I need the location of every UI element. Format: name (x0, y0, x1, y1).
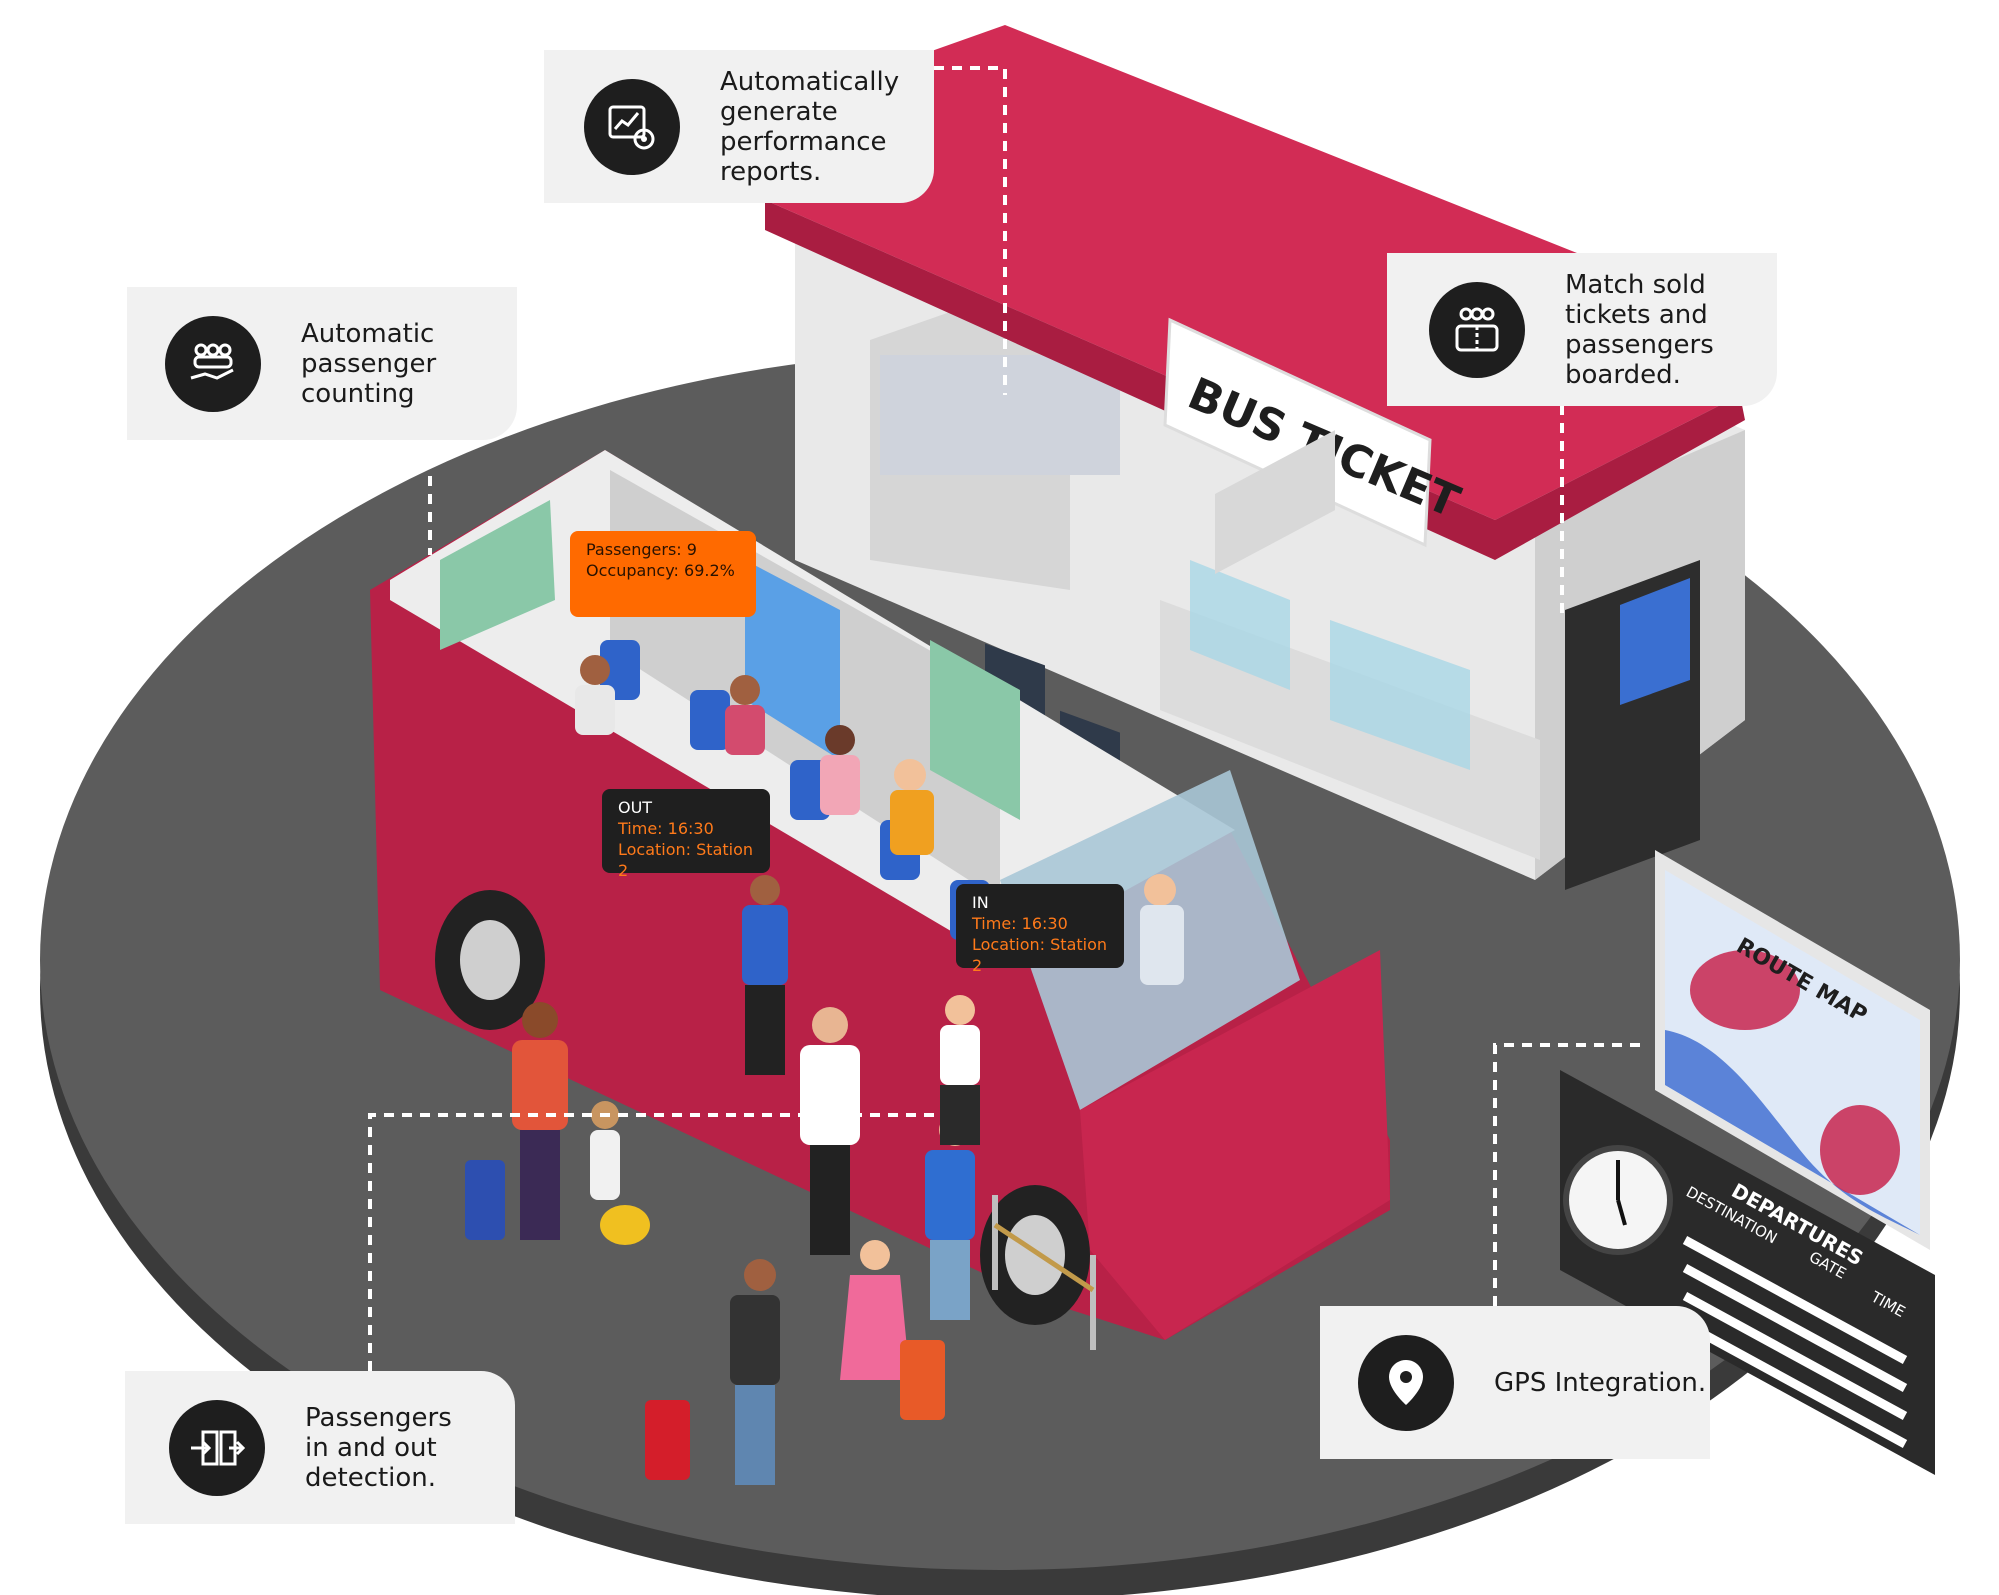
passenger-counting-icon (165, 315, 261, 412)
callout-gps-integration: GPS Integration. (1320, 1306, 1710, 1459)
callout-counting-text: Automatic passenger counting (301, 318, 437, 409)
out-event-tag: OUT Time: 16:30 Location: Station 2 (602, 789, 770, 880)
route-map-board: ROUTE MAP (1655, 850, 1930, 1250)
queue-barrier (992, 1195, 1096, 1350)
out-time: Time: 16:30 (618, 819, 714, 838)
in-out-icon (169, 1399, 265, 1496)
passengers-group (465, 655, 1184, 1485)
out-location: Location: Station 2 (618, 840, 754, 880)
occupancy-percent: Occupancy: 69.2% (586, 561, 735, 580)
out-title: OUT (618, 798, 653, 817)
callout-inout-text: Passengers in and out detection. (305, 1402, 452, 1493)
occupancy-passengers: Passengers: 9 (586, 540, 697, 559)
connector-lines (368, 66, 1645, 1371)
in-event-tag: IN Time: 16:30 Location: Station 2 (956, 884, 1124, 975)
ticket-match-icon (1429, 281, 1525, 378)
callout-in-out-detection: Passengers in and out detection. (125, 1371, 515, 1524)
callout-ticket-match: Match sold tickets and passengers boarde… (1387, 253, 1777, 406)
in-title: IN (972, 893, 989, 912)
callout-match-text: Match sold tickets and passengers boarde… (1565, 269, 1714, 390)
in-time: Time: 16:30 (972, 914, 1068, 933)
callout-passenger-counting: Automatic passenger counting (127, 287, 517, 440)
callout-reports-text: Automatically generate performance repor… (720, 66, 900, 187)
in-location: Location: Station 2 (972, 935, 1108, 975)
departures-board: DEPARTURES DESTINATION GATE TIME (1560, 1070, 1935, 1475)
report-chart-icon (584, 78, 680, 175)
callout-gps-text: GPS Integration. (1494, 1367, 1707, 1398)
location-pin-icon (1358, 1334, 1454, 1431)
callout-performance-reports: Automatically generate performance repor… (544, 50, 934, 203)
occupancy-tag: Passengers: 9 Occupancy: 69.2% (570, 531, 756, 617)
